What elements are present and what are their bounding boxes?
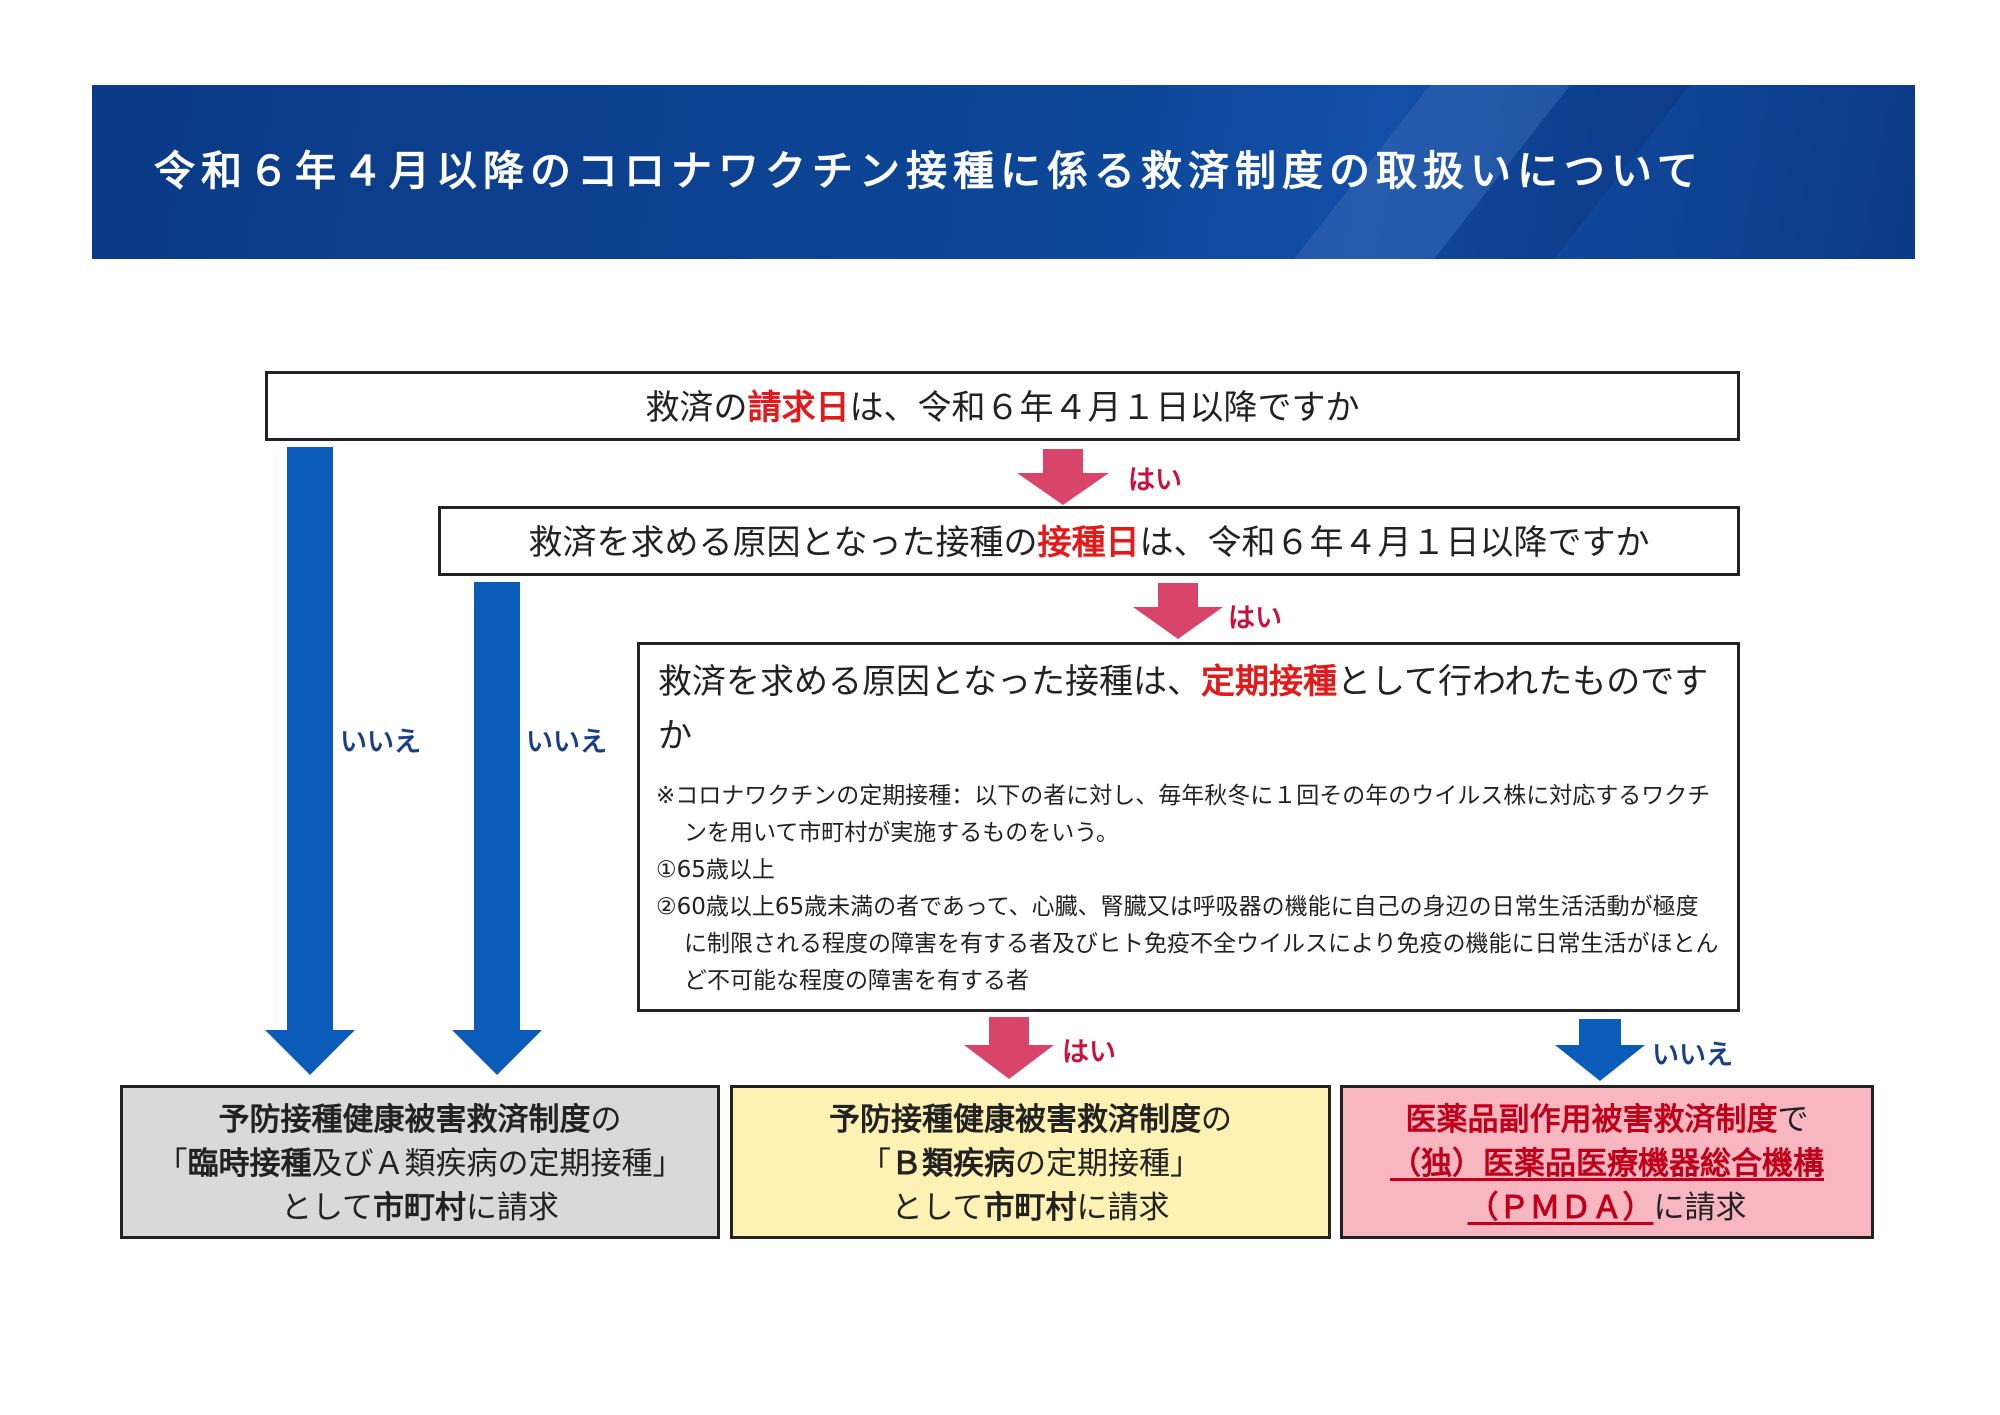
result-text: に請求	[1653, 1190, 1747, 1226]
result-line: として市町村に請求	[733, 1186, 1328, 1230]
result-text: として	[280, 1190, 374, 1226]
result-text: 「	[860, 1146, 891, 1182]
no-label: いいえ	[1652, 1040, 1733, 1071]
no-arrow-1	[265, 447, 355, 1075]
result-municipal-temporary: 予防接種健康被害救済制度の 「臨時接種及びＡ類疾病の定期接種」 として市町村に請…	[120, 1085, 720, 1239]
yes-arrow-1	[1017, 449, 1109, 505]
question-request-date: 救済の請求日は、令和６年４月１日以降ですか	[265, 371, 1740, 441]
result-system-name: 医薬品副作用被害救済制度	[1405, 1102, 1778, 1138]
result-text: の	[1201, 1102, 1232, 1138]
no-label: いいえ	[526, 727, 607, 758]
question-text: 救済を求める原因となった接種は、	[658, 662, 1201, 702]
result-emphasis: Ｂ類疾病	[891, 1146, 1015, 1182]
result-text: の定期接種」	[1015, 1146, 1201, 1182]
result-line: （ＰＭＤＡ）に請求	[1343, 1186, 1871, 1230]
result-text: の	[590, 1102, 622, 1138]
question-text: 救済を求める原因となった接種の	[528, 523, 1038, 563]
yes-label: はい	[1062, 1037, 1116, 1068]
result-text: として	[891, 1190, 984, 1226]
result-line: （独）医薬品医療機器総合機構	[1343, 1142, 1871, 1186]
result-text: に請求	[1076, 1190, 1170, 1226]
question-text: は、令和６年４月１日以降ですか	[849, 388, 1360, 428]
result-line: 医薬品副作用被害救済制度で	[1343, 1098, 1871, 1142]
note-line: ※コロナワクチンの定期接種：以下の者に対し、毎年秋冬に１回その年のウイルス株に対…	[656, 782, 1711, 846]
question-text: 救済の	[645, 388, 748, 428]
result-emphasis: 市町村	[373, 1190, 467, 1226]
question-emphasis: 請求日	[747, 388, 850, 428]
result-agency-abbr: （ＰＭＤＡ）	[1467, 1190, 1654, 1226]
question-text: として行われたものですか	[658, 662, 1709, 757]
yes-arrow-3	[964, 1017, 1054, 1079]
result-text: に請求	[466, 1190, 560, 1226]
yes-label: はい	[1228, 603, 1282, 634]
result-system-name: 予防接種健康被害救済制度	[829, 1102, 1201, 1138]
routine-vaccination-note: ※コロナワクチンの定期接種：以下の者に対し、毎年秋冬に１回その年のウイルス株に対…	[656, 778, 1721, 1000]
result-municipal-typeb: 予防接種健康被害救済制度の 「Ｂ類疾病の定期接種」 として市町村に請求	[730, 1085, 1331, 1239]
header-banner: 令和６年４月以降のコロナワクチン接種に係る救済制度の取扱いについて	[92, 85, 1915, 259]
result-agency-name: （独）医薬品医療機器総合機構	[1390, 1146, 1824, 1182]
result-line: 「Ｂ類疾病の定期接種」	[733, 1142, 1328, 1186]
note-line: ②60歳以上65歳未満の者であって、心臓、腎臓又は呼吸器の機能に自己の身辺の日常…	[656, 893, 1719, 994]
result-emphasis: 臨時接種	[187, 1146, 312, 1182]
page-title: 令和６年４月以降のコロナワクチン接種に係る救済制度の取扱いについて	[154, 147, 1704, 195]
result-system-name: 予防接種健康被害救済制度	[218, 1102, 591, 1138]
result-text: で	[1777, 1102, 1809, 1138]
question-emphasis: 接種日	[1037, 523, 1140, 563]
result-line: として市町村に請求	[123, 1186, 717, 1230]
note-line: ①65歳以上	[656, 856, 775, 883]
question-text: は、令和６年４月１日以降ですか	[1139, 523, 1650, 563]
result-pmda: 医薬品副作用被害救済制度で （独）医薬品医療機器総合機構 （ＰＭＤＡ）に請求	[1340, 1085, 1874, 1239]
result-text: 及びＡ類疾病の定期接種」	[311, 1146, 684, 1182]
result-line: 「臨時接種及びＡ類疾病の定期接種」	[123, 1142, 717, 1186]
result-emphasis: 市町村	[983, 1190, 1077, 1226]
question-vaccination-date: 救済を求める原因となった接種の接種日は、令和６年４月１日以降ですか	[438, 506, 1740, 576]
no-arrow-3	[1555, 1019, 1645, 1081]
question-main: 救済を求める原因となった接種は、定期接種として行われたものですか	[656, 655, 1721, 764]
result-text: 「	[156, 1146, 188, 1182]
no-label: いいえ	[340, 727, 421, 758]
no-arrow-2	[452, 582, 542, 1075]
question-routine-vaccination: 救済を求める原因となった接種は、定期接種として行われたものですか ※コロナワクチ…	[637, 642, 1740, 1012]
yes-label: はい	[1128, 465, 1182, 496]
result-line: 予防接種健康被害救済制度の	[733, 1098, 1328, 1142]
result-line: 予防接種健康被害救済制度の	[123, 1098, 717, 1142]
yes-arrow-2	[1133, 583, 1223, 639]
question-emphasis: 定期接種	[1200, 662, 1337, 702]
